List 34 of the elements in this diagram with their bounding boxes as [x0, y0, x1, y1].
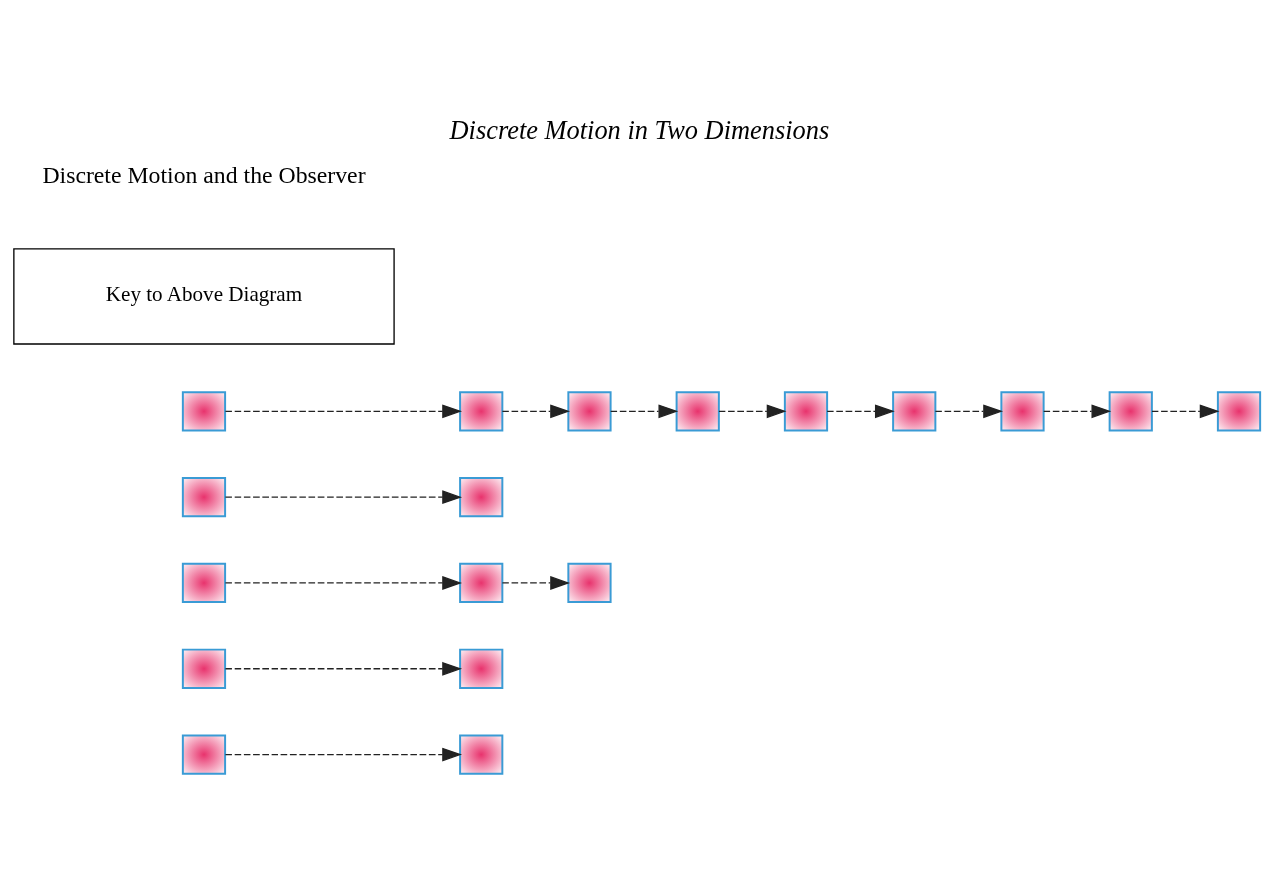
- arrow: [224, 661, 463, 676]
- node-box: Key to Above Diagram: [13, 247, 395, 345]
- arrow: [501, 403, 570, 418]
- arrow: [1151, 403, 1220, 418]
- node-box: [1108, 390, 1153, 431]
- node-box: [459, 648, 504, 689]
- node-box: [459, 476, 504, 517]
- arrow: [718, 403, 787, 418]
- diagram-title: Discrete Motion in Two Dimensions: [449, 114, 830, 145]
- label: Discrete Motion and the Observer: [42, 161, 366, 188]
- arrow: [224, 489, 463, 504]
- node-box: [567, 390, 612, 431]
- arrow: [826, 403, 895, 418]
- node-box: [181, 476, 227, 517]
- node-box: [181, 648, 227, 689]
- node-box: [892, 390, 937, 431]
- arrow: [224, 403, 463, 418]
- node-box: [1000, 390, 1045, 431]
- node-box: [1216, 390, 1262, 431]
- arrow: [934, 403, 1004, 418]
- node-box: [459, 562, 504, 603]
- node-box: [675, 390, 720, 431]
- node-box: [459, 390, 504, 431]
- node-box: [567, 562, 612, 603]
- arrow: [224, 747, 463, 761]
- arrow: [610, 403, 679, 418]
- node-box: [783, 390, 829, 431]
- node-box: [181, 390, 227, 431]
- arrow: [224, 575, 463, 590]
- arrow: [1043, 403, 1112, 418]
- arrow: [501, 575, 570, 590]
- node-box: [181, 733, 227, 775]
- node-box: [459, 733, 504, 775]
- node-box: [181, 562, 227, 603]
